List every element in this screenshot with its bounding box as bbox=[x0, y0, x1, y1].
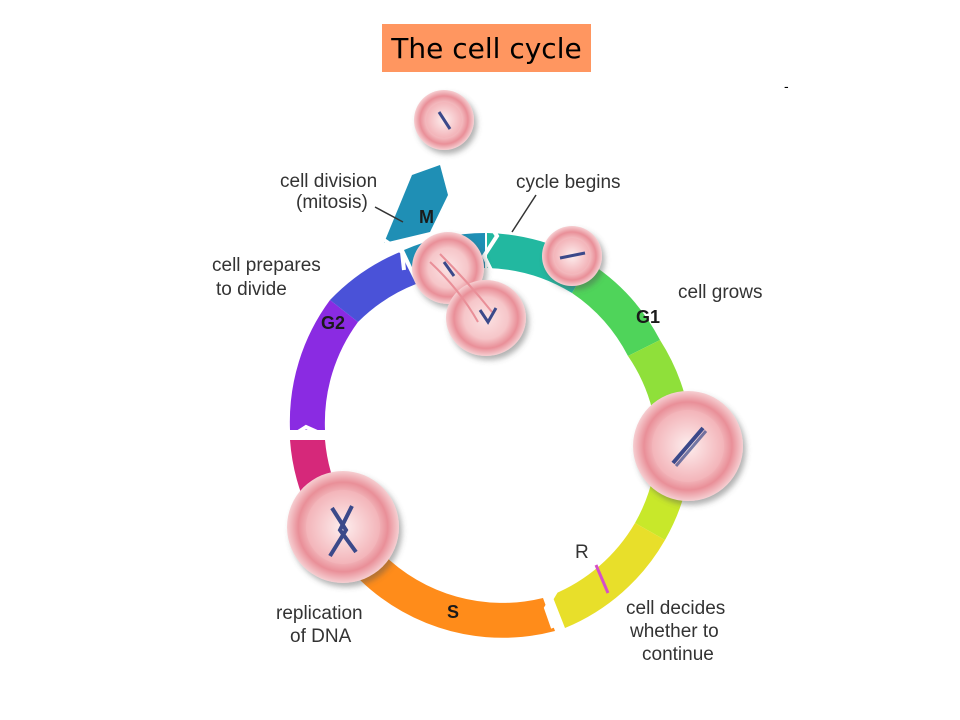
ring-segment-g2b bbox=[330, 252, 416, 322]
ring-segment-g1b bbox=[572, 263, 660, 356]
divider-g1-s bbox=[543, 574, 568, 629]
mitosis-spike bbox=[384, 165, 448, 243]
divider-g2-m bbox=[382, 238, 406, 271]
label-cell-division: cell division bbox=[280, 171, 377, 192]
ring-segment-g2a bbox=[289, 300, 358, 430]
page-title: The cell cycle bbox=[391, 31, 582, 65]
label-cell-decides-2: whether to bbox=[629, 621, 719, 642]
ring-segment-s bbox=[360, 553, 555, 638]
phase-label-m: M bbox=[419, 207, 434, 227]
leader-line-begins bbox=[511, 194, 537, 233]
label-replication-1: replication bbox=[276, 603, 363, 624]
divider-m-g1 bbox=[481, 214, 500, 277]
ring-segment-g1e bbox=[552, 523, 665, 628]
label-prepares-1: cell prepares bbox=[212, 255, 321, 276]
title-banner: The cell cycle bbox=[382, 24, 591, 72]
cell-s-replication bbox=[287, 471, 399, 583]
label-mitosis: (mitosis) bbox=[296, 192, 368, 213]
label-replication-2: of DNA bbox=[290, 626, 352, 647]
cell-dividing bbox=[412, 232, 526, 356]
corner-mark: - bbox=[784, 78, 789, 94]
cell-g1-large bbox=[633, 391, 743, 501]
divider-s-g2 bbox=[282, 424, 327, 443]
label-cell-decides-3: continue bbox=[642, 644, 714, 665]
checkpoint-label-r: R bbox=[575, 542, 589, 563]
phase-label-g1: G1 bbox=[636, 307, 660, 327]
leader-line-division bbox=[374, 206, 404, 223]
cell-g1-small bbox=[542, 226, 602, 286]
label-cycle-begins: cycle begins bbox=[516, 172, 621, 193]
cell-top-free bbox=[414, 90, 474, 150]
label-prepares-2: to divide bbox=[216, 279, 287, 300]
label-cell-grows: cell grows bbox=[678, 282, 762, 303]
label-cell-decides-1: cell decides bbox=[626, 598, 725, 619]
restriction-point-mark bbox=[594, 564, 610, 594]
phase-label-s: S bbox=[447, 602, 459, 622]
phase-label-g2: G2 bbox=[321, 313, 345, 333]
